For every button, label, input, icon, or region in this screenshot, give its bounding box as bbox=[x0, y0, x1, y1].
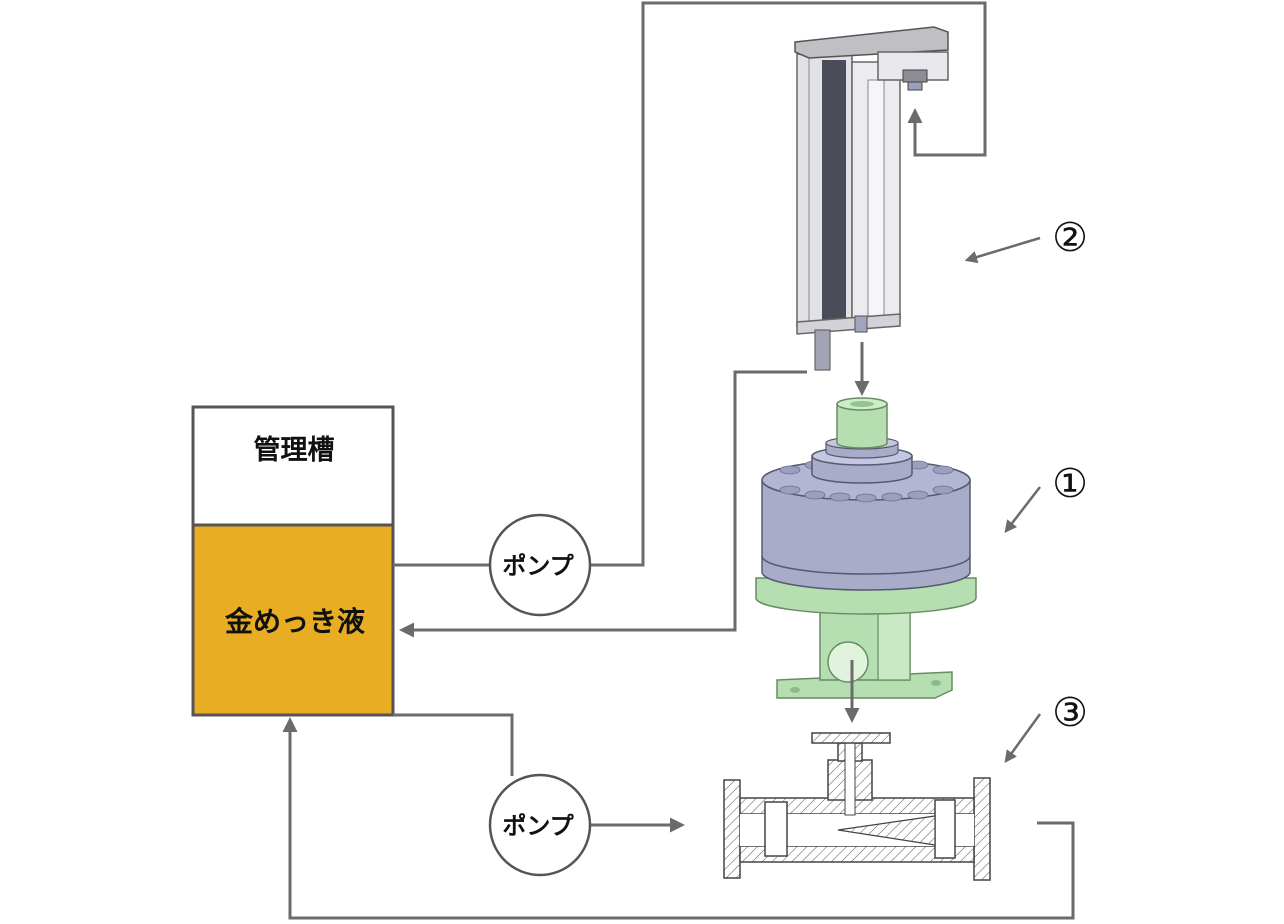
callout-2-arrow bbox=[964, 236, 1041, 264]
tank-liquid-section bbox=[191, 523, 395, 717]
line-unit-2-return-to-tank bbox=[399, 370, 807, 638]
disc-hole bbox=[881, 492, 903, 502]
unit-1-column-side bbox=[877, 603, 911, 681]
pump-2: ポンプ bbox=[488, 773, 592, 877]
unit-2-dark-plate bbox=[822, 60, 846, 320]
unit-1-main-disc bbox=[761, 479, 971, 591]
callout-1-number: ① bbox=[1052, 461, 1088, 507]
callout-3-number: ③ bbox=[1052, 690, 1088, 736]
unit-2-device bbox=[794, 26, 949, 371]
callout-2-number: ② bbox=[1052, 215, 1088, 261]
unit-2-small-outlet bbox=[854, 315, 868, 333]
flow-lines bbox=[282, 1, 1075, 920]
line-pump-1-to-unit-2 bbox=[590, 1, 987, 567]
disc-hole bbox=[855, 493, 877, 503]
unit-3-nozzle-cone bbox=[837, 815, 936, 846]
unit-1-sight-port bbox=[827, 641, 869, 683]
unit-3-top-cap bbox=[811, 732, 891, 744]
unit-3-right-flange bbox=[973, 777, 991, 881]
line-tank-to-pump-2 bbox=[393, 713, 514, 776]
disc-hole bbox=[779, 485, 801, 495]
tank-title: 管理槽 bbox=[254, 435, 335, 466]
unit-1-disc-holes bbox=[779, 460, 954, 503]
pump-1-circle bbox=[488, 513, 592, 617]
unit-2-outlet-pipe bbox=[814, 329, 831, 371]
disc-hole bbox=[804, 490, 826, 500]
unit-3-right-nut bbox=[934, 799, 956, 859]
pump-2-circle bbox=[488, 773, 592, 877]
callout-1: ① bbox=[1004, 461, 1088, 533]
unit-3-device bbox=[723, 732, 991, 881]
unit-2-fitting bbox=[902, 69, 928, 83]
pump-2-label: ポンプ bbox=[502, 812, 574, 840]
unit-3-left-flange bbox=[723, 779, 741, 879]
unit-1-nozzle-bore bbox=[850, 401, 874, 407]
unit-1-bolt-hole-left bbox=[790, 687, 800, 693]
disc-hole bbox=[829, 492, 851, 502]
callout-3-arrow bbox=[1004, 713, 1042, 764]
callout-1-arrow bbox=[1004, 486, 1041, 533]
pump-1-label: ポンプ bbox=[502, 552, 574, 580]
unit-2-inner-channel bbox=[867, 79, 885, 317]
unit-1-main-disc-rim bbox=[761, 555, 971, 575]
pump-1: ポンプ bbox=[488, 513, 592, 617]
tank-liquid-label: 金めっき液 bbox=[224, 605, 365, 638]
disc-hole bbox=[932, 465, 954, 475]
unit-1-device bbox=[755, 397, 977, 699]
unit-3-left-nut bbox=[764, 801, 788, 857]
unit-3-stem-bore bbox=[844, 742, 856, 816]
tank-upper-section bbox=[191, 405, 395, 527]
callout-3: ③ bbox=[1004, 690, 1088, 764]
unit-2-top-lid bbox=[794, 26, 949, 59]
management-tank: 管理槽 金めっき液 bbox=[191, 405, 395, 717]
line-unit-3-return-to-tank bbox=[282, 717, 1075, 920]
unit-2-fitting-nozzle bbox=[907, 81, 923, 91]
disc-hole bbox=[907, 490, 929, 500]
disc-hole bbox=[932, 485, 954, 495]
unit-1-nozzle bbox=[836, 403, 888, 449]
unit-1-bolt-hole-right bbox=[931, 680, 941, 686]
callout-2: ② bbox=[964, 215, 1088, 264]
disc-hole bbox=[779, 465, 801, 475]
